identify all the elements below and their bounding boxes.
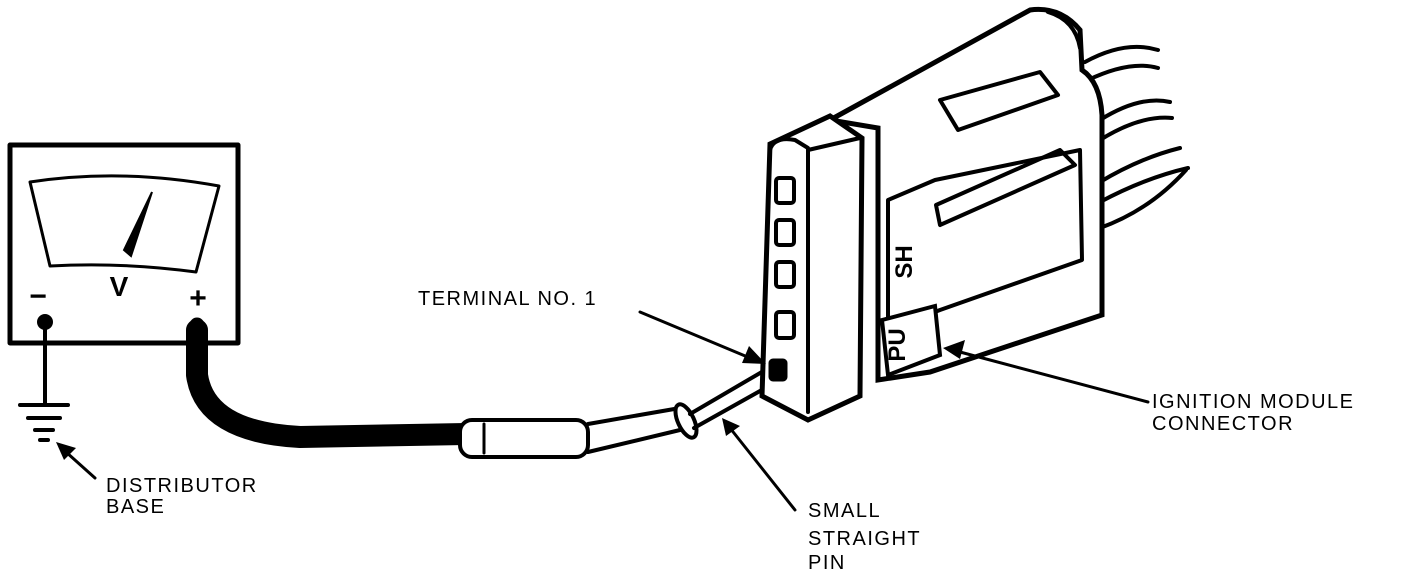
module-label-line1: IGNITION MODULE [1152,391,1355,413]
minus-symbol: − [29,280,47,313]
probe-tip [586,406,682,454]
ground-symbol [18,328,70,442]
distributor-label-line2: BASE [106,496,165,518]
module-label-line2: CONNECTOR [1152,413,1294,435]
probe-handle [458,418,590,459]
terminal-no-1 [768,358,788,382]
pin-label-line3: PIN [808,552,846,572]
pu-marking: PU [884,328,911,361]
negative-terminal [37,314,53,330]
meter-dial [28,174,221,274]
test-lead [186,319,778,459]
pin-label-line1: SMALL [808,500,881,522]
sh-marking: SH [891,245,918,278]
distributor-label-line1: DISTRIBUTOR [106,475,258,497]
terminal-cavities [768,176,796,382]
pin-label-line2: STRAIGHT [808,528,921,550]
terminal-label: TERMINAL NO. 1 [418,288,597,310]
meter-needle [122,191,153,258]
pin-head [673,402,699,440]
volt-symbol: V [110,271,129,302]
plus-symbol: + [189,282,207,315]
connector-wires [1083,44,1190,230]
meter-body [7,142,241,346]
ignition-module-connector: SH PU [759,6,1190,423]
leader-arrows [56,310,1150,512]
voltmeter: − V + [7,142,241,346]
